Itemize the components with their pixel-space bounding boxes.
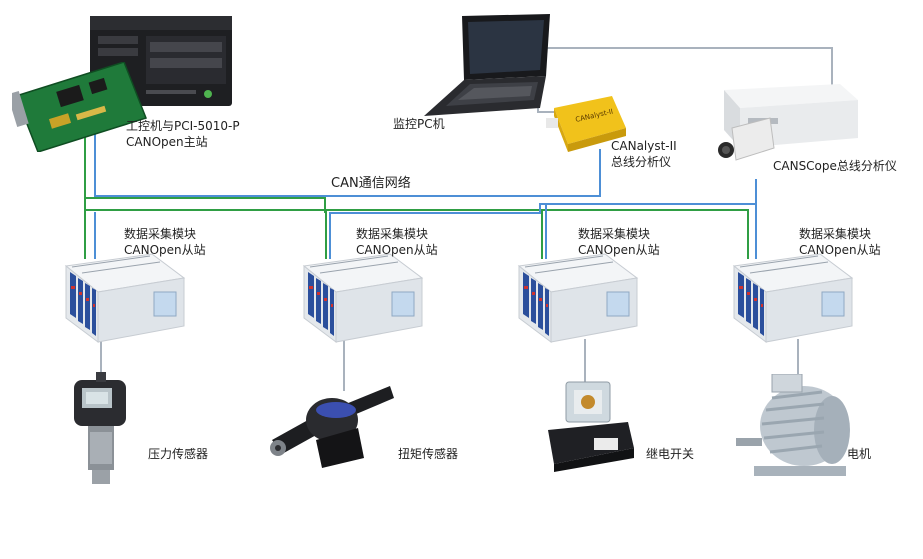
module-label-3: 数据采集模块 CANOpen从站 [578,227,660,257]
can-analyzer-icon: CANalyst-II [546,96,626,152]
torque-sensor-label: 扭矩传感器 [398,447,459,461]
ipc-label: 工控机与PCI-5010-P CANOpen主站 [126,118,240,150]
module-label-2: 数据采集模块 CANOpen从站 [356,227,438,257]
can-bus-main-line [84,209,749,259]
io-module-icon [303,253,423,343]
network-label: CAN通信网络 [331,176,411,191]
io-module-icon [65,253,185,343]
pci-card-icon [12,62,147,152]
canalyst-link-line [94,127,601,197]
canscope-label: CANSCope总线分析仪 [773,159,897,173]
io-module-icon [518,253,638,343]
motor-icon [736,374,850,476]
canalyst-label: CANalyst-II 总线分析仪 [611,138,677,170]
ipc-label-line1: 工控机与PCI-5010-P [126,119,240,133]
motor-label: 电机 [847,447,872,461]
canscope-link-line [329,179,757,214]
canalyst-label-line1: CANalyst-II [611,139,677,153]
torque-sensor-icon [270,386,394,468]
relay-icon [548,381,634,472]
canscope-icon [718,84,858,161]
ipc-label-line2: CANOpen主站 [126,135,208,149]
pc-label: 监控PC机 [393,117,445,131]
pressure-sensor-label: 压力传感器 [148,447,209,461]
io-module-icon [733,253,853,343]
module-label-1: 数据采集模块 CANOpen从站 [124,227,206,257]
pc-to-canscope-cable [547,47,833,86]
pressure-sensor-icon [74,372,126,484]
laptop-icon [424,14,550,116]
can-bus-upper-line [84,195,326,213]
relay-label: 继电开关 [646,447,695,461]
industrial-pc-icon [90,16,232,106]
module-label-4: 数据采集模块 CANOpen从站 [799,227,881,257]
canalyst-label-line2: 总线分析仪 [611,155,672,169]
